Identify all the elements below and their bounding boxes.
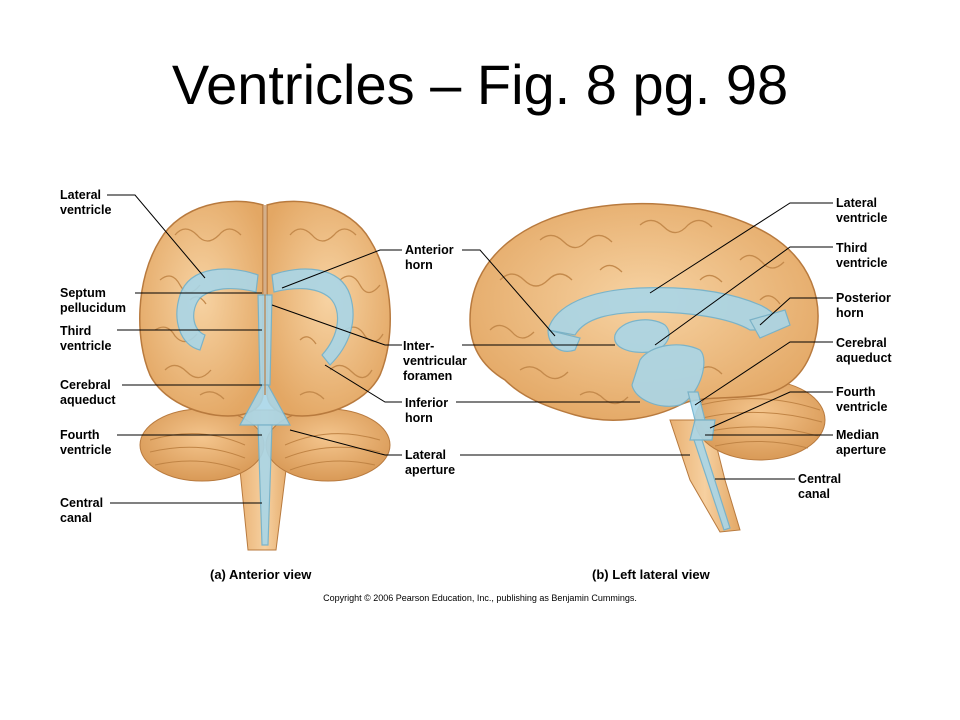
leader-b-fourth-ventricle [709,391,833,429]
anterior-lateral-ventricle-right [271,268,354,366]
leader-b-posterior-horn [759,297,833,326]
label-a-fourth-ventricle: Fourth ventricle [60,428,112,457]
leader-b-cerebral-aqueduct [694,341,833,406]
leader-a-lateral-ventricle [107,194,206,279]
copyright-notice: Copyright © 2006 Pearson Education, Inc.… [323,593,637,603]
lateral-inferior-horn [631,344,705,407]
slide-title: Ventricles – Fig. 8 pg. 98 [171,53,789,116]
lateral-anterior-horn [547,329,581,352]
anterior-right-hemisphere [266,200,391,417]
leader-c-anterior-horn-right [462,249,556,337]
caption-lateral-view: (b) Left lateral view [592,567,710,582]
lateral-ventricles [547,287,791,531]
label-anterior-horn: Anterior horn [405,243,454,272]
caption-anterior-view: (a) Anterior view [210,567,312,582]
lateral-cerebellum-folia [699,398,823,449]
label-inferior-horn: Inferior horn [405,396,449,425]
anterior-cerebellum-folia [149,433,381,471]
anterior-view-brain [139,200,391,551]
label-b-median-aperture: Median aperture [836,428,887,457]
label-a-central-canal: Central canal [60,496,104,525]
label-interventricular-foramen: Inter- ventricular foramen [403,339,467,383]
label-b-central-canal: Central canal [798,472,842,501]
label-a-third-ventricle: Third ventricle [60,324,112,353]
label-b-third-ventricle: Third ventricle [836,241,888,270]
label-a-lateral-ventricle: Lateral ventricle [60,188,112,217]
lateral-view-brain [469,202,826,533]
leader-c-anterior-horn-left [281,249,402,289]
label-a-septum-pellucidum: Septum pellucidum [60,286,126,315]
label-b-lateral-ventricle: Lateral ventricle [836,196,888,225]
label-b-posterior-horn: Posterior horn [836,291,891,320]
leader-c-inferior-horn-left [324,364,402,403]
anterior-left-hemisphere [139,200,264,417]
anterior-central-canal [257,424,273,546]
label-b-cerebral-aqueduct: Cerebral aqueduct [836,336,892,365]
leader-c-foramen-left [271,304,402,346]
anterior-gyri [154,228,384,400]
leader-c-lateral-aperture-left [289,429,402,456]
label-lateral-aperture: Lateral aperture [405,448,456,477]
anterior-fourth-ventricle [238,384,292,426]
leader-b-third-ventricle [654,246,833,346]
lateral-fourth-ventricle [689,419,716,441]
leader-b-lateral-ventricle [649,202,833,294]
label-b-fourth-ventricle: Fourth ventricle [836,385,888,414]
lateral-central-canal [693,439,731,531]
label-a-cerebral-aqueduct: Cerebral aqueduct [60,378,116,407]
leader-lines [107,194,833,504]
